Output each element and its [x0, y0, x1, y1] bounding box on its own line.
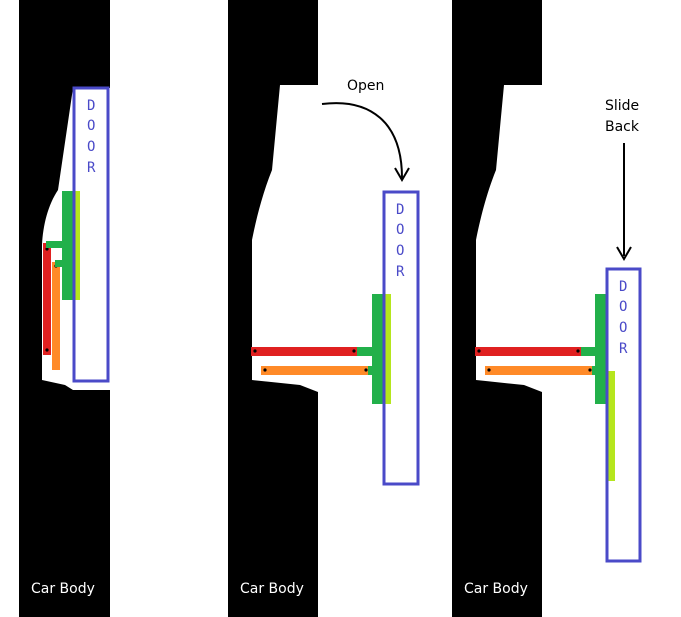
pivot-3a	[477, 349, 481, 353]
door-recess-3	[476, 85, 542, 392]
door-letter-2-o2: O	[396, 243, 404, 259]
car-body-label-3: Car Body	[464, 581, 528, 597]
open-arrowhead-icon	[394, 167, 410, 182]
door-letter-1-o1: O	[87, 118, 95, 134]
door-2	[382, 190, 420, 486]
hinge-arm-red-3	[475, 347, 582, 356]
door-letter-3-o2: O	[619, 320, 627, 336]
pivot-1b	[45, 348, 49, 352]
hinge-arm-orange-3	[485, 366, 593, 375]
rail-lime-1	[73, 191, 80, 300]
hinge-arm-red-1	[43, 243, 51, 355]
pivot-3b	[576, 349, 580, 353]
door-1	[72, 86, 110, 383]
car-body-label-1: Car Body	[31, 581, 95, 597]
hinge-arm-orange-1	[52, 262, 60, 370]
door-3	[605, 267, 642, 563]
pivot-2d	[364, 368, 368, 372]
door-letter-1-r: R	[87, 160, 96, 176]
bracket-green-1	[62, 191, 73, 300]
pivot-3c	[487, 368, 491, 372]
panel-closed: D O O R Car Body	[19, 0, 110, 617]
open-label: Open	[347, 78, 384, 94]
pivot-2a	[253, 349, 257, 353]
bracket-green-stem-2b	[368, 366, 373, 375]
door-letter-3-d: D	[619, 279, 627, 295]
door-letter-3-r: R	[619, 341, 628, 357]
slide-label: Slide	[605, 98, 639, 114]
pivot-2c	[263, 368, 267, 372]
bracket-green-stem-2a	[357, 347, 373, 356]
door-letter-3-o1: O	[619, 299, 627, 315]
door-recess-2	[252, 85, 318, 392]
hinge-arm-red-2	[251, 347, 358, 356]
bracket-green-stem-1a	[46, 241, 63, 248]
panel-slide-back: D O O R Slide Back Car Body	[452, 0, 642, 617]
bracket-green-3	[595, 294, 606, 404]
door-letter-2-d: D	[396, 202, 404, 218]
bracket-green-2	[372, 294, 383, 404]
pivot-2b	[352, 349, 356, 353]
door-letter-1-d: D	[87, 98, 95, 114]
car-body-label-2: Car Body	[240, 581, 304, 597]
open-arrow-icon	[321, 102, 403, 179]
pivot-3d	[588, 368, 592, 372]
hinge-arm-orange-2	[261, 366, 369, 375]
slide-arrowhead-icon	[616, 246, 632, 261]
panel-open: D O O R Open Car Body	[228, 0, 420, 617]
bracket-green-stem-3a	[581, 347, 596, 356]
back-label: Back	[605, 119, 640, 135]
bracket-green-stem-3b	[592, 366, 596, 375]
door-letter-1-o2: O	[87, 139, 95, 155]
rail-lime-3	[606, 371, 615, 481]
bracket-green-stem-1b	[55, 260, 63, 267]
door-letter-2-o1: O	[396, 222, 404, 238]
pivot-1a	[45, 247, 49, 251]
rail-lime-2	[383, 294, 391, 404]
door-letter-2-r: R	[396, 264, 405, 280]
